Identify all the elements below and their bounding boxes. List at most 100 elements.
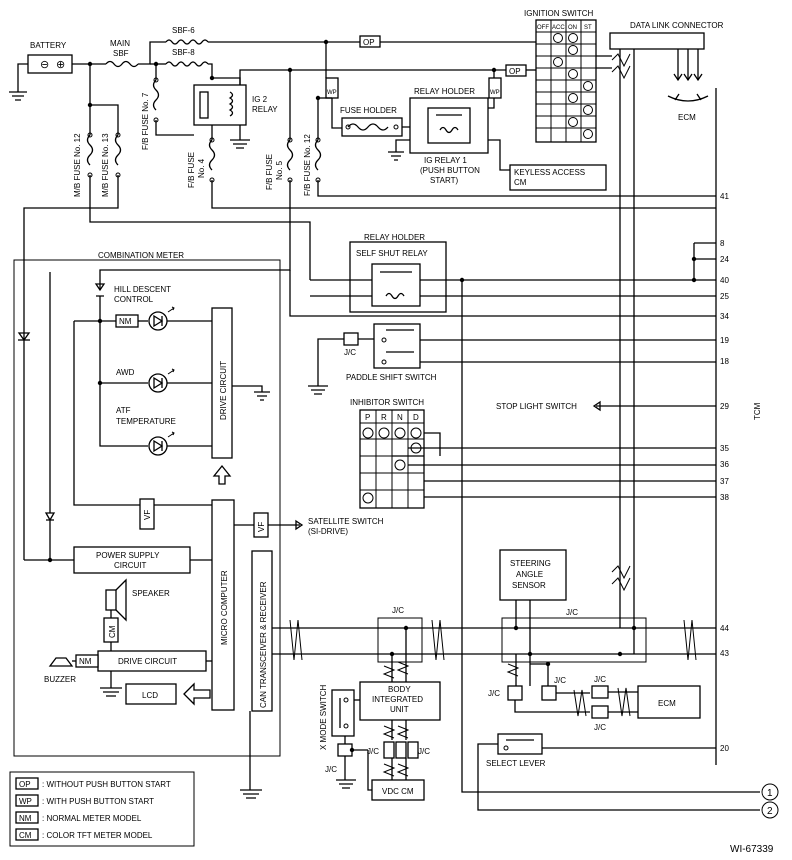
tcm-pin-18: 18 xyxy=(720,357,729,366)
fb-fuse-12 xyxy=(314,98,322,183)
can-transceiver-label: CAN TRANSCEIVER & RECEIVER xyxy=(259,581,268,708)
can-transceiver xyxy=(251,550,273,712)
jc-label-ecm-mid: J/C xyxy=(554,676,566,685)
buzzer-icon xyxy=(48,657,76,667)
data-link-connector xyxy=(609,32,705,50)
keyless-access-cm-label: KEYLESS ACCESS xyxy=(514,168,585,177)
legend-code-wp: WP xyxy=(19,797,32,806)
sbf-8 xyxy=(165,61,209,67)
inh-r-label: R xyxy=(381,413,387,422)
tcm-pin-25: 25 xyxy=(720,292,729,301)
buzzer-label: BUZZER xyxy=(44,675,76,684)
fb-fuse-12-label: F/B FUSE No. 12 xyxy=(303,134,312,196)
inh-p-label: P xyxy=(365,413,370,422)
battery-label: BATTERY xyxy=(30,41,67,50)
atf-label-2: TEMPERATURE xyxy=(116,417,176,426)
legend-text-wp: : WITH PUSH BUTTON START xyxy=(42,797,154,806)
tcm-pin-20: 20 xyxy=(720,744,729,753)
diagram-id-label: WI-67339 xyxy=(730,844,774,855)
lcd xyxy=(125,683,177,705)
battery: ⊖ ⊕ xyxy=(9,54,73,101)
satellite-switch-label: SATELLITE SWITCH xyxy=(308,517,384,526)
legend xyxy=(9,771,195,847)
hill-descent-led xyxy=(148,311,168,331)
vf-box-right-label: VF xyxy=(257,522,266,532)
relay-holder-top xyxy=(409,97,489,154)
drive-circuit-horizontal-label: DRIVE CIRCUIT xyxy=(118,657,177,666)
tcm-pin-36: 36 xyxy=(720,460,729,469)
mb-fuse-13-label: M/B FUSE No. 13 xyxy=(101,133,110,197)
tcm-pin-35: 35 xyxy=(720,444,729,453)
tcm-pin-44: 44 xyxy=(720,624,729,633)
micro-computer-label: MICRO COMPUTER xyxy=(220,570,229,645)
ecm-bottom xyxy=(637,685,701,719)
jc-label-ecm-left: J/C xyxy=(488,689,500,698)
power-supply-circuit-label: POWER SUPPLY xyxy=(96,551,160,560)
atf-temperature-led xyxy=(148,436,168,456)
op-box-right-label: OP xyxy=(509,67,521,76)
jc-label-vdc-right: J/C xyxy=(418,747,430,756)
vdc-cm-label: VDC CM xyxy=(382,787,414,796)
body-integrated-unit-label-3: UNIT xyxy=(390,705,409,714)
legend-code-cm: CM xyxy=(19,831,32,840)
speaker-label: SPEAKER xyxy=(132,589,170,598)
op-box-upper-label: OP xyxy=(363,38,375,47)
fb-fuse-7-label: F/B FUSE No. 7 xyxy=(141,92,150,150)
x-mode-switch xyxy=(331,689,355,737)
fb-fuse-4 xyxy=(208,125,216,183)
combination-meter xyxy=(13,259,281,757)
ig-relay-1-label: IG RELAY 1 xyxy=(424,156,467,165)
fb-fuse-7 xyxy=(152,64,160,123)
stop-light-switch-label: STOP LIGHT SWITCH xyxy=(496,402,577,411)
mb-fuse-12 xyxy=(86,64,94,178)
jc-box-ecm-left xyxy=(507,685,523,701)
inhibitor-switch xyxy=(359,409,425,509)
awd-label: AWD xyxy=(116,368,135,377)
sbf-6-label: SBF-6 xyxy=(172,26,195,35)
body-integrated-unit-label-2: INTEGRATED xyxy=(372,695,423,704)
tcm-pin-8: 8 xyxy=(720,239,725,248)
data-link-connector-label: DATA LINK CONNECTOR xyxy=(630,21,724,30)
drive-circuit-vertical-label: DRIVE CIRCUIT xyxy=(219,361,228,420)
hill-descent-label-2: CONTROL xyxy=(114,295,154,304)
select-lever-label: SELECT LEVER xyxy=(486,759,546,768)
main-sbf-label: MAIN xyxy=(110,39,130,48)
legend-text-op: : WITHOUT PUSH BUTTON START xyxy=(42,780,171,789)
combination-meter-label: COMBINATION METER xyxy=(98,251,184,260)
cm-box-speaker-label: CM xyxy=(108,625,117,638)
left-arrow xyxy=(183,682,211,706)
relay-holder-mid-label: RELAY HOLDER xyxy=(364,233,425,242)
ig2-relay-label-2: RELAY xyxy=(252,105,278,114)
svg-text:⊖: ⊖ xyxy=(40,59,49,71)
mb-fuse-12-label: M/B FUSE No. 12 xyxy=(73,133,82,197)
steering-angle-sensor-label-2: ANGLE xyxy=(516,570,543,579)
jc-label-xmode: J/C xyxy=(325,765,337,774)
jc-label-paddle: J/C xyxy=(344,348,356,357)
ecm-top-label: ECM xyxy=(678,113,696,122)
inh-d-label: D xyxy=(413,413,419,422)
svg-text:⊕: ⊕ xyxy=(56,59,65,71)
fb-fuse-5-label: F/B FUSE xyxy=(265,154,274,190)
connector-circle-1-label: 1 xyxy=(767,788,773,799)
awd-led xyxy=(148,373,168,393)
tcm-pin-43: 43 xyxy=(720,649,729,658)
ign-acc-label: ACC xyxy=(552,25,565,31)
ign-st-label: ST xyxy=(584,25,592,31)
hill-descent-label: HILL DESCENT xyxy=(114,285,171,294)
connector-circle-2-label: 2 xyxy=(767,806,773,817)
tcm-pin-37: 37 xyxy=(720,477,729,486)
connector-circle-1 xyxy=(761,783,779,801)
ecm-bottom-label: ECM xyxy=(658,699,676,708)
jc-box-paddle xyxy=(343,332,359,346)
micro-computer xyxy=(211,499,235,711)
wp-box-right xyxy=(488,77,502,99)
paddle-shift-switch xyxy=(373,323,421,369)
legend-code-box-wp xyxy=(15,794,39,807)
fb-fuse-5 xyxy=(286,70,294,183)
body-integrated-unit xyxy=(359,681,441,721)
nm-box-buzzer-label: NM xyxy=(79,657,92,666)
keyless-access-cm xyxy=(509,164,607,191)
power-supply-circuit xyxy=(73,546,191,574)
